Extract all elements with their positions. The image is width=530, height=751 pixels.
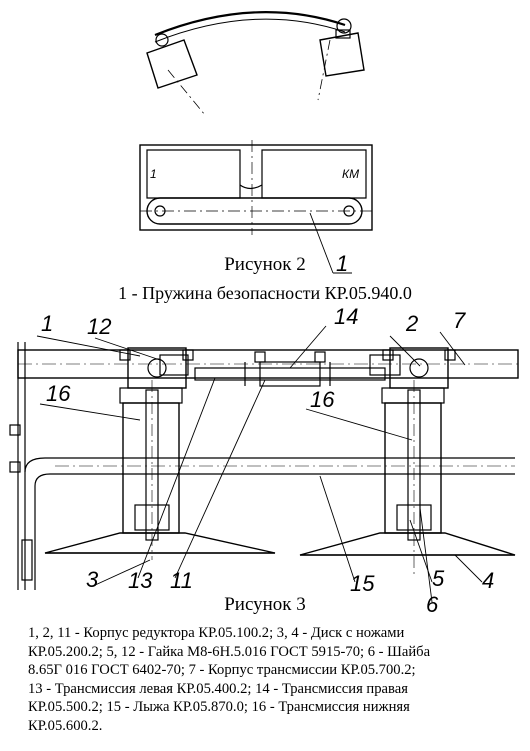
fig3-callout-13: 13 <box>128 568 153 593</box>
figure3-left-gearbox <box>44 347 276 560</box>
fig3-callout-1: 1 <box>41 311 53 336</box>
fig3-callout-16-right: 16 <box>310 387 335 412</box>
figure2-legend: 1 - Пружина безопасности КР.05.940.0 <box>118 283 412 303</box>
figure2-callout-1 <box>309 212 352 274</box>
figure2-left-block <box>146 33 198 89</box>
fig3-callout-4: 4 <box>482 568 494 593</box>
figure3-right-gearbox <box>299 347 516 575</box>
figure3-upper-housing <box>9 342 519 590</box>
figure3-bracket <box>21 457 515 590</box>
fig3-callout-6: 6 <box>426 592 439 617</box>
fig3-callout-3: 3 <box>86 567 99 592</box>
fig3-callout-2: 2 <box>405 311 418 336</box>
figure2-spring-arc <box>154 11 346 116</box>
figure2-right-block <box>319 18 365 77</box>
technical-drawing: 1 1 КМ 1 12 14 2 7 16 16 3 13 11 15 5 4 … <box>9 11 519 617</box>
fig2-callout-1: 1 <box>336 251 348 276</box>
legend-line: КР.05.200.2; 5, 12 - Гайка М8-6Н.5.016 Г… <box>28 643 431 660</box>
fig3-callout-7: 7 <box>453 308 466 333</box>
fig3-callout-5: 5 <box>432 566 445 591</box>
legend-line: КР.05.500.2; 15 - Лыжа КР.05.870.0; 16 -… <box>28 699 410 716</box>
figure3-leader-lines <box>36 325 483 603</box>
fig3-callout-15: 15 <box>350 571 375 596</box>
fig3-callout-11: 11 <box>170 568 193 593</box>
fig3-callout-14: 14 <box>334 304 358 329</box>
fig3-callout-16-left: 16 <box>46 381 71 406</box>
legend-line: 1, 2, 11 - Корпус редуктора КР.05.100.2;… <box>28 625 405 641</box>
figure3-shafts <box>159 354 401 387</box>
figure3-caption: Рисунок 3 <box>224 594 306 615</box>
legend-line: 13 - Трансмиссия левая КР.05.400.2; 14 -… <box>28 680 408 697</box>
figure3-nuts <box>119 349 456 363</box>
callout-labels: 1 1 КМ 1 12 14 2 7 16 16 3 13 11 15 5 4 … <box>41 167 494 617</box>
figure3-parts-legend: 1, 2, 11 - Корпус редуктора КР.05.100.2;… <box>28 624 518 736</box>
fig2-plate-mark-km: КМ <box>342 167 359 181</box>
figure2-caption: Рисунок 2 <box>224 254 306 275</box>
fig2-plate-mark-1: 1 <box>150 167 157 181</box>
legend-line: 8.65Г 016 ГОСТ 6402-70; 7 - Корпус транс… <box>28 662 416 679</box>
legend-line: КР.05.600.2. <box>28 717 103 734</box>
fig3-callout-12: 12 <box>87 314 111 339</box>
figure2-plate <box>139 140 373 235</box>
